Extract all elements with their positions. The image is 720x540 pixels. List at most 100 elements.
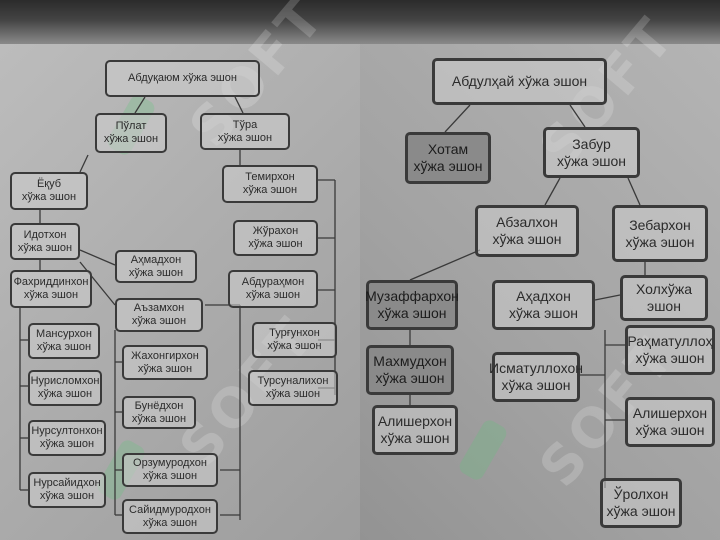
node-name: Жахонгирхон (131, 349, 199, 362)
root-node-abdulhay: Абдулҳай хўжа эшон (432, 58, 607, 105)
node-title: хўжа эшон (377, 305, 447, 321)
node-name: Турсуналихон (257, 375, 329, 387)
node-title: хўжа эшон (137, 362, 193, 375)
node-name: Абзалхон (496, 214, 558, 230)
node-title: хўжа эшон (375, 370, 445, 386)
node-title: хўжа эшон (625, 233, 695, 250)
node-axmadxon: Аҳмадхон хўжа эшон (115, 250, 197, 283)
node-name: Нурсайидхон (33, 477, 101, 489)
node-abdurahmon: Абдураҳмон хўжа эшон (228, 270, 318, 308)
node-azamxon: Аъзамхон хўжа эшон (115, 298, 203, 332)
node-title: хўжа эшон (248, 238, 303, 250)
node-xolxoja: Холхўжа эшон (620, 275, 708, 321)
node-name: Абдулҳай хўжа эшон (451, 73, 588, 89)
node-title: хўжа эшон (245, 289, 301, 301)
node-name: Забур (572, 135, 611, 152)
node-nursaidxon: Нурсайидхон хўжа эшон (28, 472, 106, 508)
node-alisherxon-right: Алишерхон хўжа эшон (625, 397, 715, 447)
node-name: Абдураҳмон (241, 276, 305, 288)
node-tura: Тўра хўжа эшон (200, 113, 290, 150)
node-jorahon: Жўрахон хўжа эшон (233, 220, 318, 256)
node-name: Музаффархон (365, 288, 459, 304)
node-title: хўжа эшон (501, 377, 571, 393)
node-name: Бунёдхон (134, 399, 184, 412)
node-name: Темирхон (245, 171, 295, 183)
node-temirxon: Темирхон хўжа эшон (222, 165, 318, 203)
node-name: Ёқуб (36, 178, 62, 190)
node-title: хўжа эшон (267, 340, 322, 352)
node-name: Жўрахон (252, 225, 299, 237)
node-name: Сайидмуродхон (129, 503, 211, 516)
node-name: Идотхон (23, 228, 67, 241)
node-name: Ўролхон (613, 486, 669, 502)
node-title: хўжа эшон (36, 341, 92, 353)
node-title: хўжа эшон (142, 470, 198, 482)
node-yokub: Ёқуб хўжа эшон (10, 172, 88, 210)
node-title: хўжа эшон (23, 289, 79, 301)
node-name: Мансурхон (36, 328, 92, 340)
node-name: Зебархон (629, 216, 691, 233)
node-name: Тўра (232, 118, 258, 131)
node-title: хўжа эшон (265, 388, 321, 400)
root-node-abdukayum: Абдуқаюм хўжа эшон (105, 60, 260, 97)
node-title: эшон (647, 298, 681, 314)
node-urolxon: Ўролхон хўжа эшон (600, 478, 682, 528)
node-title: хўжа эшон (39, 490, 95, 502)
node-title: хўжа эшон (142, 516, 198, 529)
node-faxriddinxon: Фахриддинхон хўжа эшон (10, 270, 92, 308)
node-rahmatulloh: Раҳматуллоҳ хўжа эшон (625, 325, 715, 375)
node-title: хўжа эшон (606, 503, 676, 519)
node-axadxon: Аҳадхон хўжа эшон (492, 280, 595, 330)
node-name: Холхўжа (636, 281, 692, 297)
node-muzaffarxon: Музаффархон хўжа эшон (365, 280, 459, 330)
node-pulat: Пўлат хўжа эшон (95, 113, 167, 153)
node-title: хўжа эшон (39, 438, 95, 450)
node-title: хўжа эшон (37, 388, 93, 400)
node-jahongirxon: Жахонгирхон хўжа эшон (122, 345, 208, 380)
node-title: хўжа эшон (413, 158, 483, 174)
node-turgunxon: Турғунхон хўжа эшон (252, 322, 337, 358)
node-tursunalixon: Турсуналихон хўжа эшон (248, 370, 338, 406)
node-idotxon: Идотхон хўжа эшон (10, 223, 80, 260)
node-mansurxon: Мансурхон хўжа эшон (28, 323, 100, 359)
node-nursultonxon: Нурсултонхон хўжа эшон (28, 420, 106, 456)
node-name: Раҳматуллоҳ (627, 333, 713, 349)
node-title: хўжа эшон (131, 412, 187, 425)
node-name: Орзумуродхон (133, 457, 207, 469)
node-name: Фахриддинхон (13, 276, 89, 288)
node-ismatullohxon: Исматуллохон хўжа эшон (489, 352, 583, 402)
node-name: Аҳмадхон (130, 253, 182, 266)
node-name: Хотам (427, 141, 469, 157)
node-name: Исматуллохон (489, 360, 583, 376)
node-name: Аҳадхон (516, 288, 571, 304)
node-orzumurodxon: Орзумуродхон хўжа эшон (122, 453, 218, 487)
node-zebarxon: Зебархон хўжа эшон (612, 205, 708, 262)
node-nurislomxon: Нурисломхон хўжа эшон (28, 370, 102, 406)
node-title: хўжа эшон (509, 305, 578, 321)
node-bunyodxon: Бунёдхон хўжа эшон (122, 396, 196, 429)
node-name: Пўлат (115, 120, 147, 132)
node-title: хўжа эшон (128, 266, 184, 279)
node-name: Алишерхон (632, 405, 708, 421)
node-zabur: Забур хўжа эшон (543, 127, 640, 178)
node-title: хўжа эшон (635, 422, 705, 438)
node-name: Махмудхон (373, 353, 447, 369)
node-title: хўжа эшон (217, 131, 273, 144)
node-alisherxon-left: Алишерхон хўжа эшон (372, 405, 458, 455)
node-name: Абдуқаюм хўжа эшон (128, 72, 237, 84)
node-title: хўжа эшон (21, 191, 77, 203)
node-maxmudxon: Махмудхон хўжа эшон (366, 345, 454, 395)
node-name: Нурсултонхон (31, 425, 103, 437)
node-title: хўжа эшон (635, 350, 705, 366)
node-name: Турғунхон (269, 327, 320, 339)
node-xotam: Хотам хўжа эшон (405, 132, 491, 184)
node-saidmurodxon: Сайидмуродхон хўжа эшон (122, 499, 218, 534)
node-title: хўжа эшон (17, 241, 73, 254)
node-title: хўжа эшон (131, 315, 187, 327)
node-title: хўжа эшон (492, 231, 562, 247)
node-title: хўжа эшон (380, 430, 450, 446)
node-title: хўжа эшон (557, 152, 626, 169)
node-title: хўжа эшон (103, 133, 159, 145)
node-name: Аъзамхон (133, 302, 185, 314)
node-name: Алишерхон (377, 413, 453, 429)
